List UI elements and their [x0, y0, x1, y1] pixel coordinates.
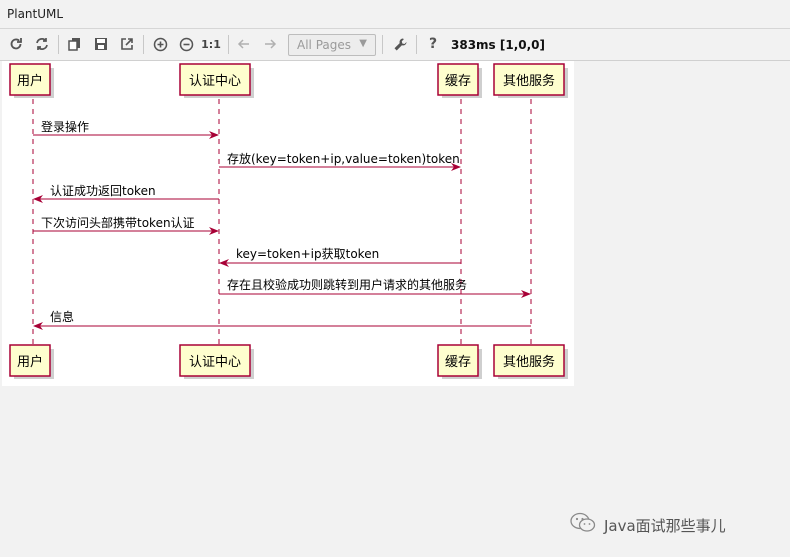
diagram-canvas: 用户 认证中心 缓存 其他服务 登录操作 存放(key=token+ip,val…: [2, 61, 574, 386]
sync-icon[interactable]: [32, 34, 52, 54]
save-icon[interactable]: [91, 34, 111, 54]
toolbar-separator: [416, 35, 417, 54]
participant-label: 认证中心: [189, 355, 241, 370]
export-icon[interactable]: [117, 34, 137, 54]
refresh-icon[interactable]: [6, 34, 26, 54]
zoom-out-icon[interactable]: [176, 34, 196, 54]
message-label: 存在且校验成功则跳转到用户请求的其他服务: [227, 277, 467, 292]
arrow-right-icon[interactable]: [260, 34, 280, 54]
participant-label: 其他服务: [503, 354, 555, 370]
render-timing: 383ms [1,0,0]: [451, 38, 546, 52]
participant-label: 其他服务: [503, 73, 555, 89]
message-label: key=token+ip获取token: [236, 247, 379, 261]
toolbar-separator: [143, 35, 144, 54]
participant-label: 缓存: [445, 74, 471, 89]
participant-bottom: 缓存: [437, 344, 482, 379]
help-button[interactable]: ?: [428, 36, 438, 52]
watermark: Java面试那些事儿: [570, 512, 726, 538]
sequence-diagram: 用户 认证中心 缓存 其他服务 登录操作 存放(key=token+ip,val…: [9, 63, 568, 379]
message-label: 存放(key=token+ip,value=token)token: [227, 151, 460, 166]
participant-top: 认证中心: [179, 63, 254, 98]
toolbar-separator: [228, 35, 229, 54]
participant-bottom: 其他服务: [493, 344, 568, 379]
chevron-down-icon: ▼: [359, 38, 367, 49]
participant-top: 其他服务: [493, 63, 568, 98]
participant-label: 缓存: [445, 355, 471, 370]
toolbar-separator: [58, 35, 59, 54]
window-title: PlantUML: [7, 7, 64, 21]
arrow-left-icon[interactable]: [234, 34, 254, 54]
copy-icon[interactable]: [65, 34, 85, 54]
title-bar: PlantUML: [0, 0, 790, 29]
watermark-text: Java面试那些事儿: [604, 516, 726, 535]
pages-select[interactable]: All Pages ▼: [288, 34, 376, 56]
message-label: 登录操作: [41, 119, 89, 134]
wrench-icon[interactable]: [390, 34, 410, 54]
message-label: 认证成功返回token: [50, 184, 156, 198]
participant-bottom: 认证中心: [179, 344, 254, 379]
participant-label: 用户: [17, 73, 43, 89]
zoom-in-icon[interactable]: [150, 34, 170, 54]
participant-label: 认证中心: [189, 74, 241, 89]
participant-bottom: 用户: [9, 344, 54, 379]
wechat-icon: [570, 512, 596, 538]
toolbar-separator: [382, 35, 383, 54]
toolbar: 1:1 All Pages ▼ ? 383ms [1,0,0]: [0, 29, 790, 61]
message-label: 信息: [50, 309, 74, 324]
participant-label: 用户: [17, 354, 43, 370]
pages-select-value: All Pages: [297, 38, 351, 52]
participant-top: 用户: [9, 63, 54, 98]
participant-top: 缓存: [437, 63, 482, 98]
actual-size-button[interactable]: 1:1: [201, 37, 221, 51]
message-label: 下次访问头部携带token认证: [41, 215, 195, 230]
